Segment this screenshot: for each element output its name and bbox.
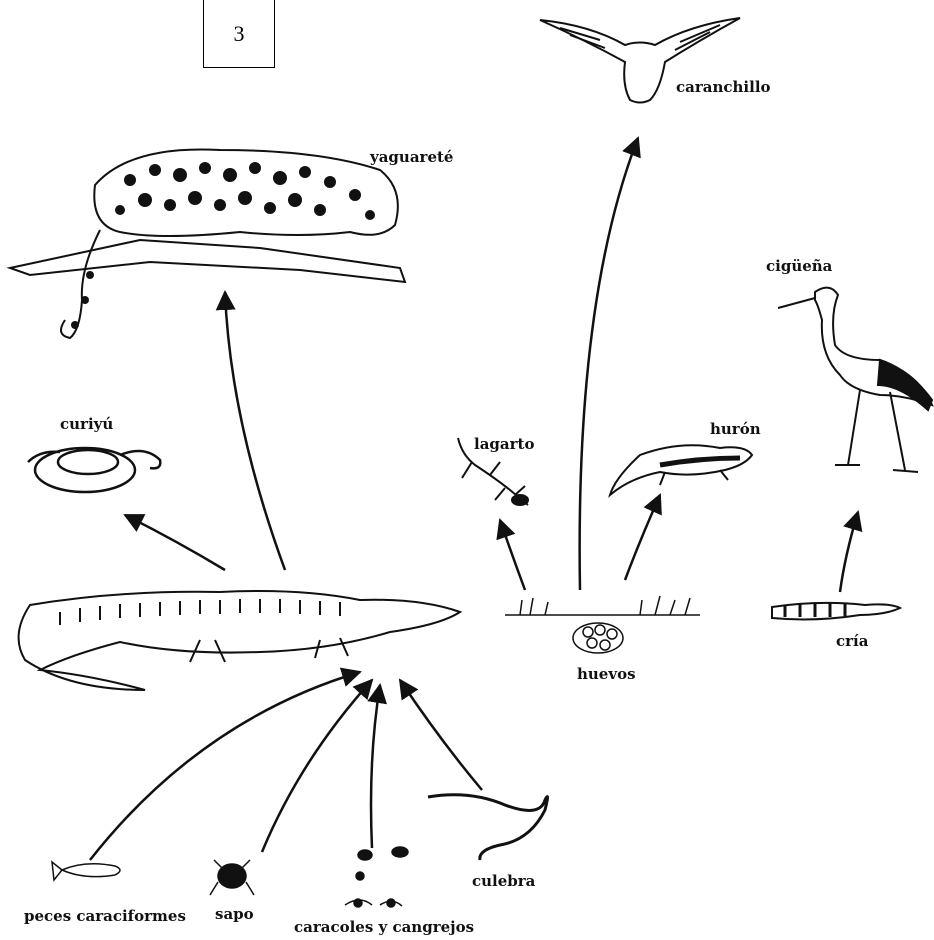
label-curiyu: curiyú xyxy=(60,415,113,433)
arrow-toad-to-caiman xyxy=(262,680,372,852)
arrow-caiman-to-jaguar xyxy=(225,292,285,570)
snake-illustration xyxy=(428,795,548,860)
jaguar-illustration xyxy=(10,149,405,338)
label-huron: hurón xyxy=(710,420,761,438)
label-ciguena: cigüeña xyxy=(766,257,832,275)
arrow-snails-to-caiman xyxy=(371,685,380,848)
label-caranchillo: caranchillo xyxy=(676,78,771,96)
nest-illustration xyxy=(505,596,700,653)
arrow-snake-to-caiman xyxy=(400,680,482,790)
label-huevos: huevos xyxy=(577,665,636,683)
label-yaguarete: yaguareté xyxy=(370,148,453,166)
label-peces: peces caraciformes xyxy=(24,907,186,925)
label-caracoles: caracoles y cangrejos xyxy=(294,918,474,936)
toad-illustration xyxy=(210,860,254,895)
arrow-fish-to-caiman xyxy=(90,672,360,860)
arrow-eggs-to-ferret xyxy=(625,495,660,580)
caiman-illustration xyxy=(19,591,460,690)
arrow-eggs-to-hawk xyxy=(580,138,638,590)
arrow-hatchling-to-stork xyxy=(840,512,858,592)
fish-illustration xyxy=(52,862,120,880)
label-sapo: sapo xyxy=(215,905,254,923)
arrow-eggs-to-lizard xyxy=(500,520,525,590)
label-lagarto: lagarto xyxy=(474,435,534,453)
snails-crabs-illustration xyxy=(345,847,408,907)
hatchling-illustration xyxy=(772,603,900,620)
arrow-caiman-to-anaconda xyxy=(125,515,225,570)
stork-illustration xyxy=(778,288,932,472)
label-cria: cría xyxy=(836,632,868,650)
anaconda-illustration xyxy=(28,448,160,492)
label-culebra: culebra xyxy=(472,872,535,890)
ferret-illustration xyxy=(610,445,752,495)
